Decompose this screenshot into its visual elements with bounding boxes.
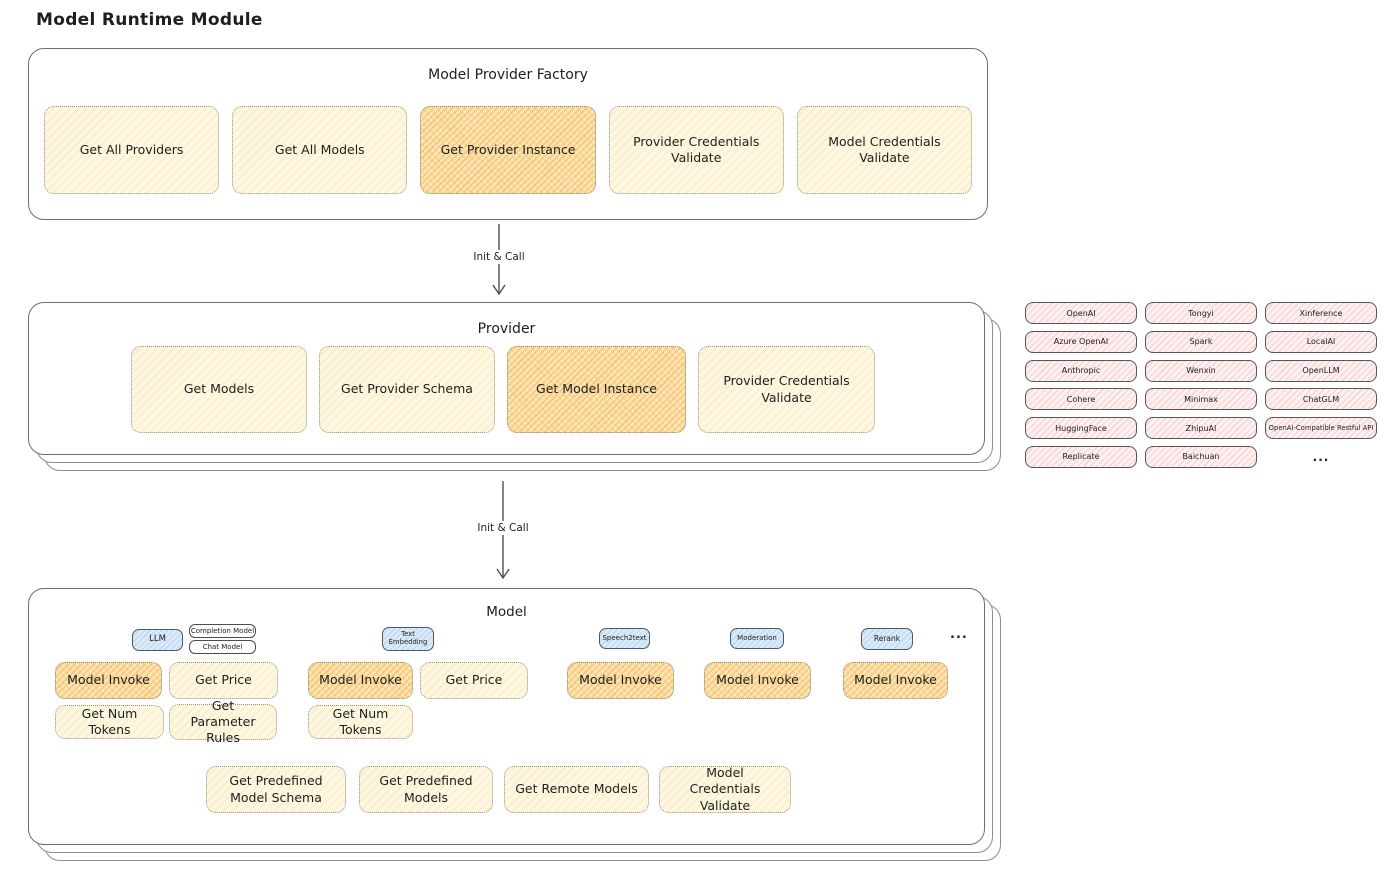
init-call-label-1: Init & Call — [468, 250, 530, 264]
get-predefined-models-box: Get Predefined Models — [359, 766, 493, 813]
provider-pill-huggingface: HuggingFace — [1025, 417, 1137, 440]
provider-pill-azure-openai: Azure OpenAI — [1025, 330, 1137, 353]
get-predefined-model-schema-box: Get Predefined Model Schema — [206, 766, 346, 813]
llm-get-parameter-rules-box: Get Parameter Rules — [169, 698, 277, 745]
provider-box: Provider Get Models Get Provider Schema … — [28, 302, 985, 455]
provider-pill-tongyi: Tongyi — [1145, 302, 1257, 324]
rerank-model-invoke-box: Model Invoke — [843, 662, 948, 699]
provider-pill-openllm: OpenLLM — [1265, 359, 1377, 382]
embedding-model-invoke-box: Model Invoke — [308, 662, 413, 699]
tag-llm: LLM — [132, 629, 183, 651]
provider-pill-xinference: Xinference — [1265, 302, 1377, 324]
model-credentials-validate-box: Model Credentials Validate — [796, 106, 973, 194]
tag-rerank: Rerank — [861, 628, 913, 650]
tag-chat-model: Chat Model — [189, 640, 256, 654]
model-box: Model LLM Completion Model Chat Model Te… — [28, 588, 985, 845]
provider-credentials-validate-box: Provider Credentials Validate — [608, 106, 784, 194]
diagram-title: Model Runtime Module — [36, 10, 263, 30]
provider-pill-replicate: Replicate — [1025, 445, 1137, 468]
llm-get-num-tokens-box: Get Num Tokens — [55, 705, 164, 739]
model-title: Model — [486, 604, 527, 620]
get-models-box: Get Models — [131, 346, 307, 433]
tag-text-embedding: Text Embedding — [382, 627, 434, 651]
provider-list: OpenAI Tongyi Xinference Azure OpenAI Sp… — [1025, 302, 1377, 468]
provider-pill-localai: LocalAI — [1265, 330, 1377, 353]
llm-get-price-box: Get Price — [169, 662, 278, 699]
init-call-label-2: Init & Call — [472, 521, 534, 535]
provider-button-row: Get Models Get Provider Schema Get Model… — [131, 346, 875, 433]
moderation-model-invoke-box: Model Invoke — [704, 662, 811, 699]
tag-completion-model: Completion Model — [189, 624, 256, 638]
speech2text-model-invoke-box: Model Invoke — [567, 662, 674, 699]
provider-pill-chatglm: ChatGLM — [1265, 388, 1377, 411]
factory-button-row: Get All Providers Get All Models Get Pro… — [44, 106, 973, 194]
provider-credentials-validate-box-2: Provider Credentials Validate — [698, 346, 875, 433]
tag-moderation: Moderation — [730, 628, 784, 649]
provider-title: Provider — [477, 321, 536, 337]
model-types-ellipsis: ... — [950, 627, 968, 642]
provider-pill-openai: OpenAI — [1025, 302, 1137, 324]
model-credentials-validate-box-2: Model Credentials Validate — [659, 765, 791, 813]
provider-pill-minimax: Minimax — [1145, 388, 1257, 411]
provider-pill-zhipuai: ZhipuAI — [1145, 417, 1257, 440]
provider-pill-wenxin: Wenxin — [1145, 359, 1257, 382]
provider-pill-baichuan: Baichuan — [1145, 445, 1257, 468]
get-model-instance-box: Get Model Instance — [507, 346, 686, 433]
embedding-get-num-tokens-box: Get Num Tokens — [308, 705, 413, 739]
provider-list-ellipsis: ... — [1312, 449, 1330, 464]
get-all-providers-box: Get All Providers — [44, 106, 220, 194]
get-provider-schema-box: Get Provider Schema — [319, 346, 495, 433]
provider-pill-spark: Spark — [1145, 330, 1257, 353]
factory-box: Model Provider Factory Get All Providers… — [28, 48, 988, 220]
factory-title: Model Provider Factory — [428, 67, 588, 83]
get-provider-instance-box: Get Provider Instance — [420, 106, 596, 194]
tag-speech2text: Speech2text — [599, 628, 650, 649]
provider-pill-anthropic: Anthropic — [1025, 359, 1137, 382]
get-all-models-box: Get All Models — [232, 106, 408, 194]
provider-pill-openai-compatible: OpenAI-Compatible Restful API — [1265, 417, 1377, 440]
provider-pill-cohere: Cohere — [1025, 388, 1137, 411]
embedding-get-price-box: Get Price — [420, 662, 528, 699]
llm-model-invoke-box: Model Invoke — [55, 662, 162, 699]
get-remote-models-box: Get Remote Models — [504, 766, 649, 813]
